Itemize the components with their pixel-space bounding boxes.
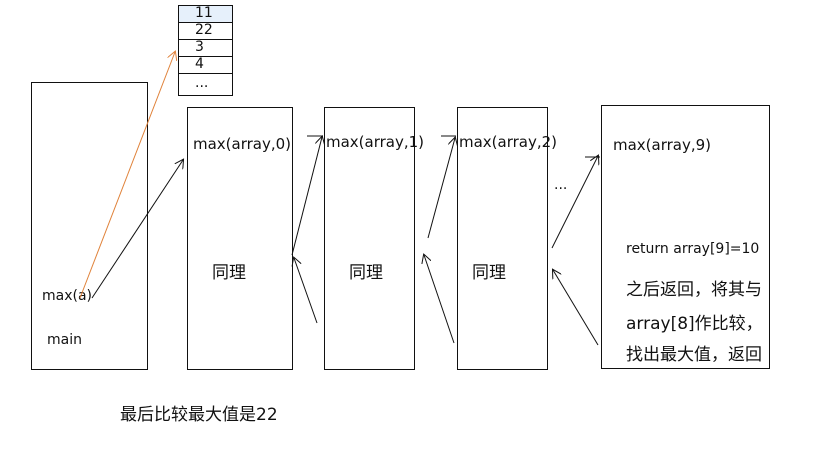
main-label: main	[47, 332, 82, 348]
frame-0-body: 同理	[212, 263, 246, 283]
return-arrow-1-to-0	[294, 258, 318, 324]
call-arrow-0-to-1	[291, 137, 322, 256]
frame-2-body: 同理	[472, 263, 506, 283]
frame-1-call: max(array,1)	[326, 133, 425, 151]
frame-9-note-return: return array[9]=10	[626, 241, 760, 257]
frame-9-note-line2: 之后返回，将其与	[626, 280, 762, 300]
frame-9-note-line3: array[8]作比较，	[626, 314, 763, 334]
frame-2-call: max(array,2)	[459, 133, 558, 151]
stack-frame-2	[457, 107, 548, 370]
array-cell: 3	[179, 40, 232, 57]
main-call-label: max(a)	[42, 288, 93, 304]
main-frame	[31, 82, 148, 370]
array-cell: 11	[179, 6, 232, 23]
array-table: 11 22 3 4 ...	[178, 5, 233, 96]
array-cell: 4	[179, 57, 232, 74]
stack-frame-0	[187, 107, 293, 370]
stack-frame-1	[324, 107, 415, 370]
call-arrow-1-to-2	[427, 138, 455, 239]
frame-9-note-line4: 找出最大值，返回	[626, 345, 762, 365]
stack-frame-9	[601, 105, 770, 369]
array-cell: 22	[179, 23, 232, 40]
frame-0-call: max(array,0)	[193, 135, 292, 153]
frames-ellipsis: ...	[554, 177, 568, 193]
call-arrow-to-9	[551, 156, 598, 249]
array-cell: ...	[195, 75, 209, 91]
reference-arrow	[79, 52, 175, 299]
call-arrow-main-to-0	[91, 160, 183, 299]
conclusion-text: 最后比较最大值是22	[120, 405, 278, 425]
return-arrow-2-to-1	[424, 255, 455, 344]
frame-1-body: 同理	[349, 263, 383, 283]
return-arrow-9-to-2	[553, 270, 599, 346]
frame-9-call: max(array,9)	[613, 136, 712, 154]
